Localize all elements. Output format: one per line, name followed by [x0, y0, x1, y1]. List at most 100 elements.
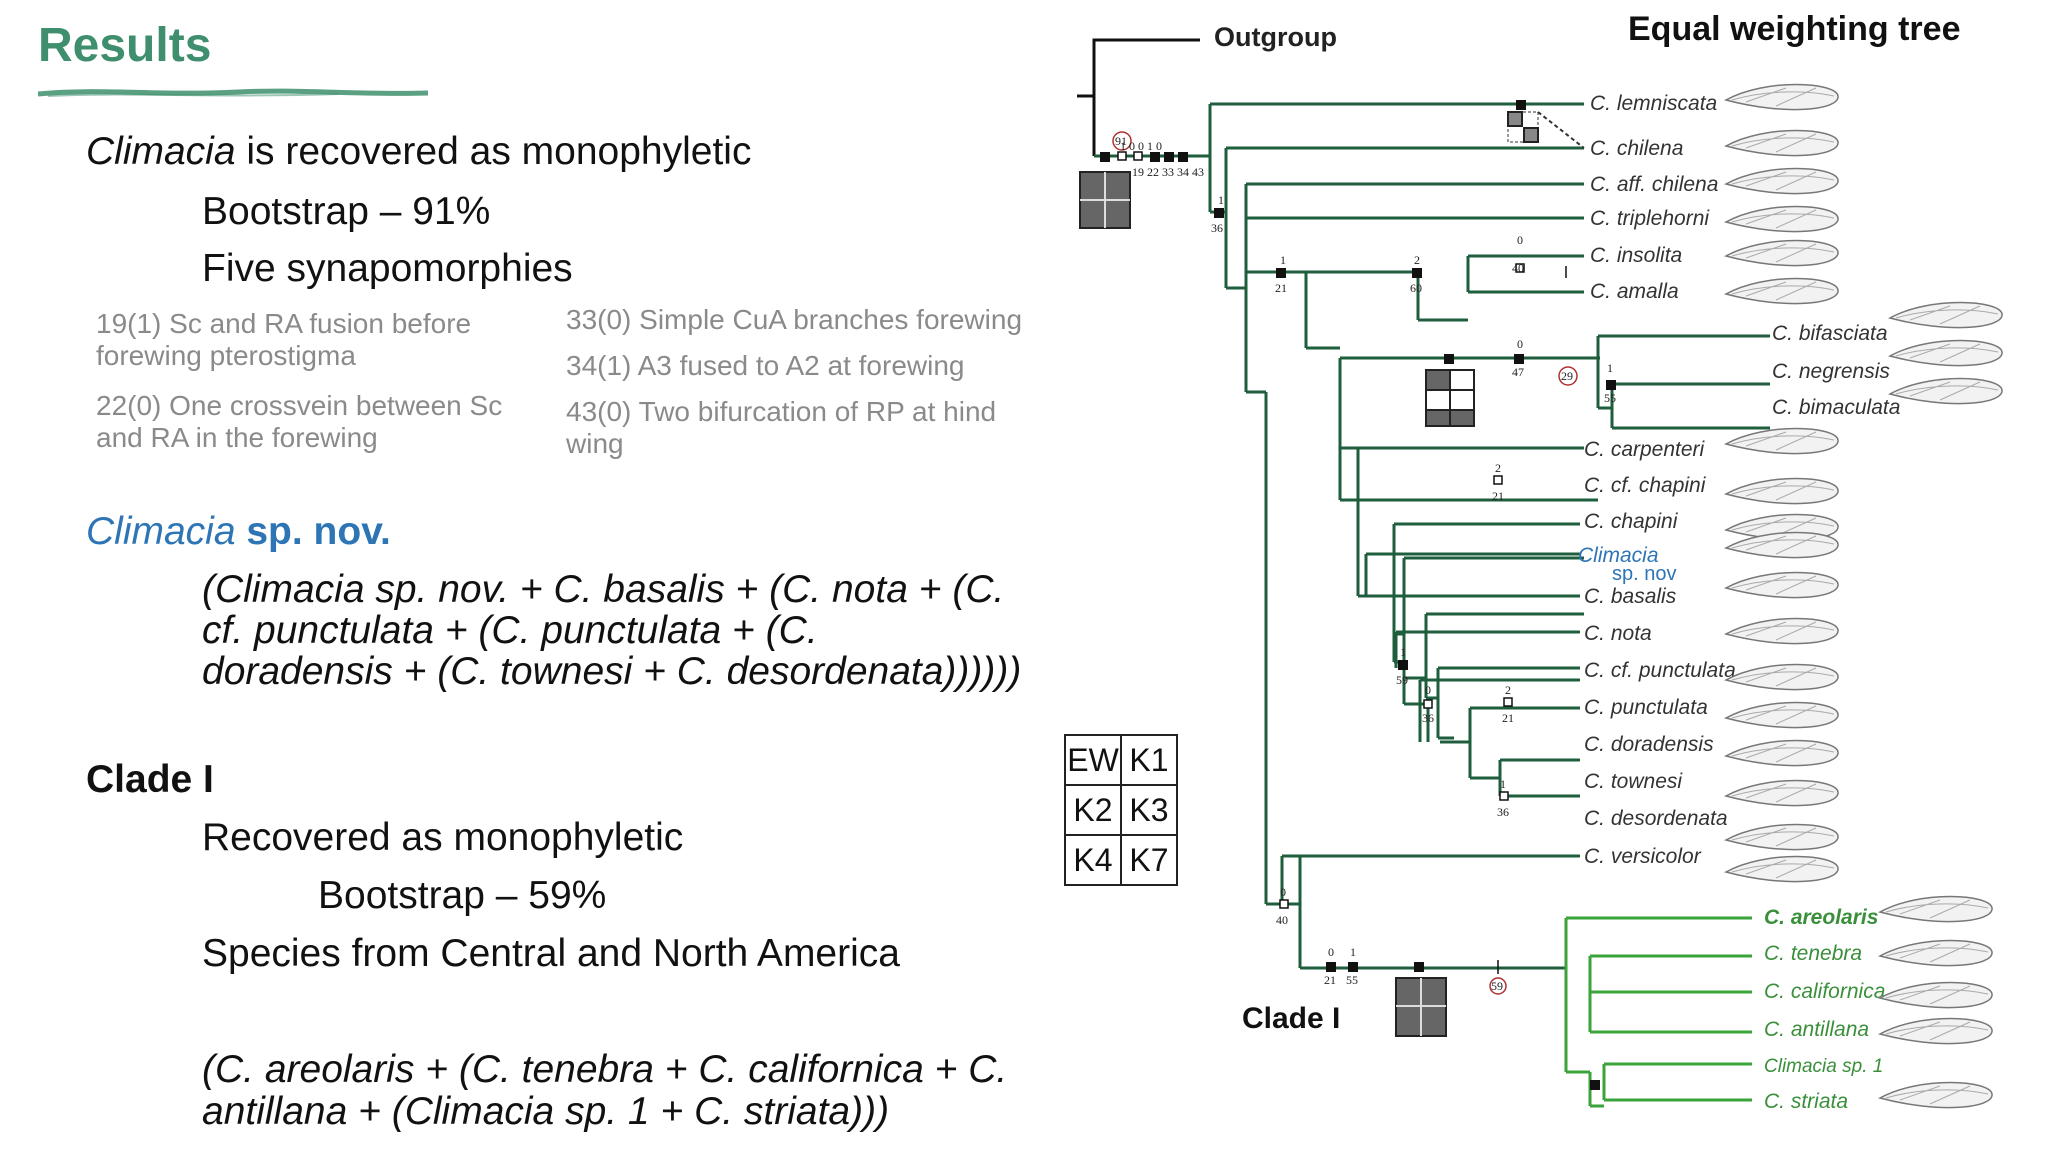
- tip-label: C. nota: [1584, 622, 1652, 645]
- tip-label-new-species-suffix: sp. nov: [1612, 563, 1676, 585]
- state-number: 1: [1607, 361, 1613, 375]
- char-number: 36: [1422, 711, 1434, 725]
- tip-label: C. triplehorni: [1590, 207, 1710, 230]
- wing-venation-image: [1885, 899, 1989, 919]
- section3-formula-line1: (C. areolaris + (C. tenebra + C. califor…: [202, 1048, 1008, 1091]
- state-number: 0: [1328, 945, 1334, 959]
- character-19: 19(1) Sc and RA fusion before forewing p…: [96, 308, 472, 371]
- tip-label: C. chapini: [1584, 510, 1679, 533]
- wing-venation-image: [1731, 859, 1835, 879]
- tree-heading: Equal weighting tree: [1628, 10, 1960, 48]
- state-number: 1: [1500, 777, 1506, 791]
- char-number: 21: [1492, 489, 1504, 503]
- char-number: 21: [1275, 281, 1287, 295]
- state-number: 1: [1350, 945, 1356, 959]
- section2-formula-line2: cf. punctulata + (C. punctulata + (C.: [202, 609, 818, 652]
- char-number: 21: [1324, 973, 1336, 987]
- state-number: 0: [1517, 337, 1523, 351]
- wing-venation-image: [1731, 171, 1835, 191]
- wing-venation-image: [1731, 481, 1835, 501]
- tip-label: C. chilena: [1590, 137, 1683, 160]
- section1-headline: Climacia is recovered as monophyletic: [86, 130, 752, 173]
- title-underline: [38, 88, 428, 97]
- legend-cell: K4: [1064, 834, 1122, 886]
- tip-label: C. negrensis: [1772, 360, 1890, 383]
- wing-venation-image: [1731, 133, 1835, 153]
- char-number: 59: [1396, 673, 1408, 687]
- character-22: 22(0) One crossvein between Sc and RA in…: [96, 390, 503, 453]
- tip-label: C. tenebra: [1764, 942, 1862, 965]
- tip-label: C. carpenteri: [1584, 438, 1706, 461]
- tip-label: C. lemniscata: [1590, 92, 1717, 115]
- tip-label: C. townesi: [1584, 770, 1683, 793]
- page-title: Results: [38, 19, 212, 72]
- clade-i-label: Clade I: [1242, 1002, 1340, 1035]
- bootstrap-91: 91: [1115, 134, 1127, 148]
- char-number: 40: [1512, 261, 1524, 275]
- wing-venation-image: [1731, 705, 1835, 725]
- tip-label: C. cf. punctulata: [1584, 659, 1736, 682]
- wing-venation-image: [1731, 209, 1835, 229]
- section2-heading: Climacia sp. nov.: [86, 510, 391, 553]
- character-34: 34(1) A3 fused to A2 at forewing: [566, 350, 965, 381]
- char-number: 36: [1497, 805, 1509, 819]
- section2-formula-line3: doradensis + (C. townesi + C. desordenat…: [202, 650, 1022, 693]
- tip-label-new-species: Climacia: [1578, 544, 1659, 567]
- legend-cell: K1: [1120, 734, 1178, 786]
- wing-venation-image: [1895, 381, 1999, 401]
- state-number: 1 0 0 1 0: [1120, 139, 1162, 153]
- bootstrap-29: 29: [1561, 369, 1573, 383]
- section3-heading: Clade I: [86, 758, 214, 801]
- state-number: 0: [1425, 683, 1431, 697]
- wing-venation-image: [1731, 243, 1835, 263]
- section3-formula-line2: antillana + (Climacia sp. 1 + C. striata…: [202, 1090, 890, 1133]
- wing-venation-image: [1885, 943, 1989, 963]
- character-43: 43(0) Two bifurcation of RP at hind wing: [566, 396, 997, 459]
- tip-label: C. californica: [1764, 980, 1885, 1003]
- wing-venation-image: [1731, 743, 1835, 763]
- state-number: 1: [1400, 645, 1406, 659]
- char-number: 47: [1512, 365, 1524, 379]
- tip-label: C. amalla: [1590, 280, 1679, 303]
- bootstrap-59: 59: [1491, 979, 1503, 993]
- outgroup-label: Outgroup: [1214, 22, 1337, 52]
- wing-venation-image: [1895, 343, 1999, 363]
- wing-venation-image: [1885, 1021, 1989, 1041]
- wing-venation-image: [1885, 985, 1989, 1005]
- tip-label: C. versicolor: [1584, 845, 1702, 868]
- state-number: 2: [1505, 683, 1511, 697]
- wing-venation-image: [1731, 87, 1835, 107]
- state-number: 0: [1517, 233, 1523, 247]
- wing-venation-image: [1731, 827, 1835, 847]
- tip-label: C. aff. chilena: [1590, 173, 1718, 196]
- char-number: 55: [1346, 973, 1358, 987]
- tip-label: C. cf. chapini: [1584, 474, 1707, 497]
- tip-label: C. bimaculata: [1772, 396, 1900, 419]
- section1-synapomorphies: Five synapomorphies: [202, 247, 573, 290]
- tip-label: Climacia sp. 1: [1764, 1056, 1883, 1077]
- state-number: 0: [1280, 885, 1286, 899]
- wing-venation-image: [1731, 621, 1835, 641]
- section3-line3: Species from Central and North America: [202, 932, 900, 975]
- tip-label: C. insolita: [1590, 244, 1682, 267]
- wing-venation-image: [1731, 783, 1835, 803]
- wing-venation-image: [1731, 575, 1835, 595]
- legend-cell: EW: [1064, 734, 1122, 786]
- section1-bootstrap: Bootstrap – 91%: [202, 190, 491, 233]
- tip-label: C. areolaris: [1764, 906, 1878, 929]
- tip-label: C. basalis: [1584, 585, 1677, 608]
- legend-cell: K7: [1120, 834, 1178, 886]
- wing-venation-image: [1731, 431, 1835, 451]
- tip-label: C. doradensis: [1584, 733, 1714, 756]
- wing-venation-image: [1885, 1085, 1989, 1105]
- char-number: 19 22 33 34 43: [1132, 165, 1204, 179]
- tip-label: C. antillana: [1764, 1018, 1869, 1041]
- wing-venation-image: [1731, 535, 1835, 555]
- state-number: 1: [1280, 253, 1286, 267]
- state-number: 2: [1414, 253, 1420, 267]
- char-number: 40: [1276, 913, 1288, 927]
- tip-label: C. punctulata: [1584, 696, 1708, 719]
- char-number: 60: [1410, 281, 1422, 295]
- wing-venation-image: [1731, 667, 1835, 687]
